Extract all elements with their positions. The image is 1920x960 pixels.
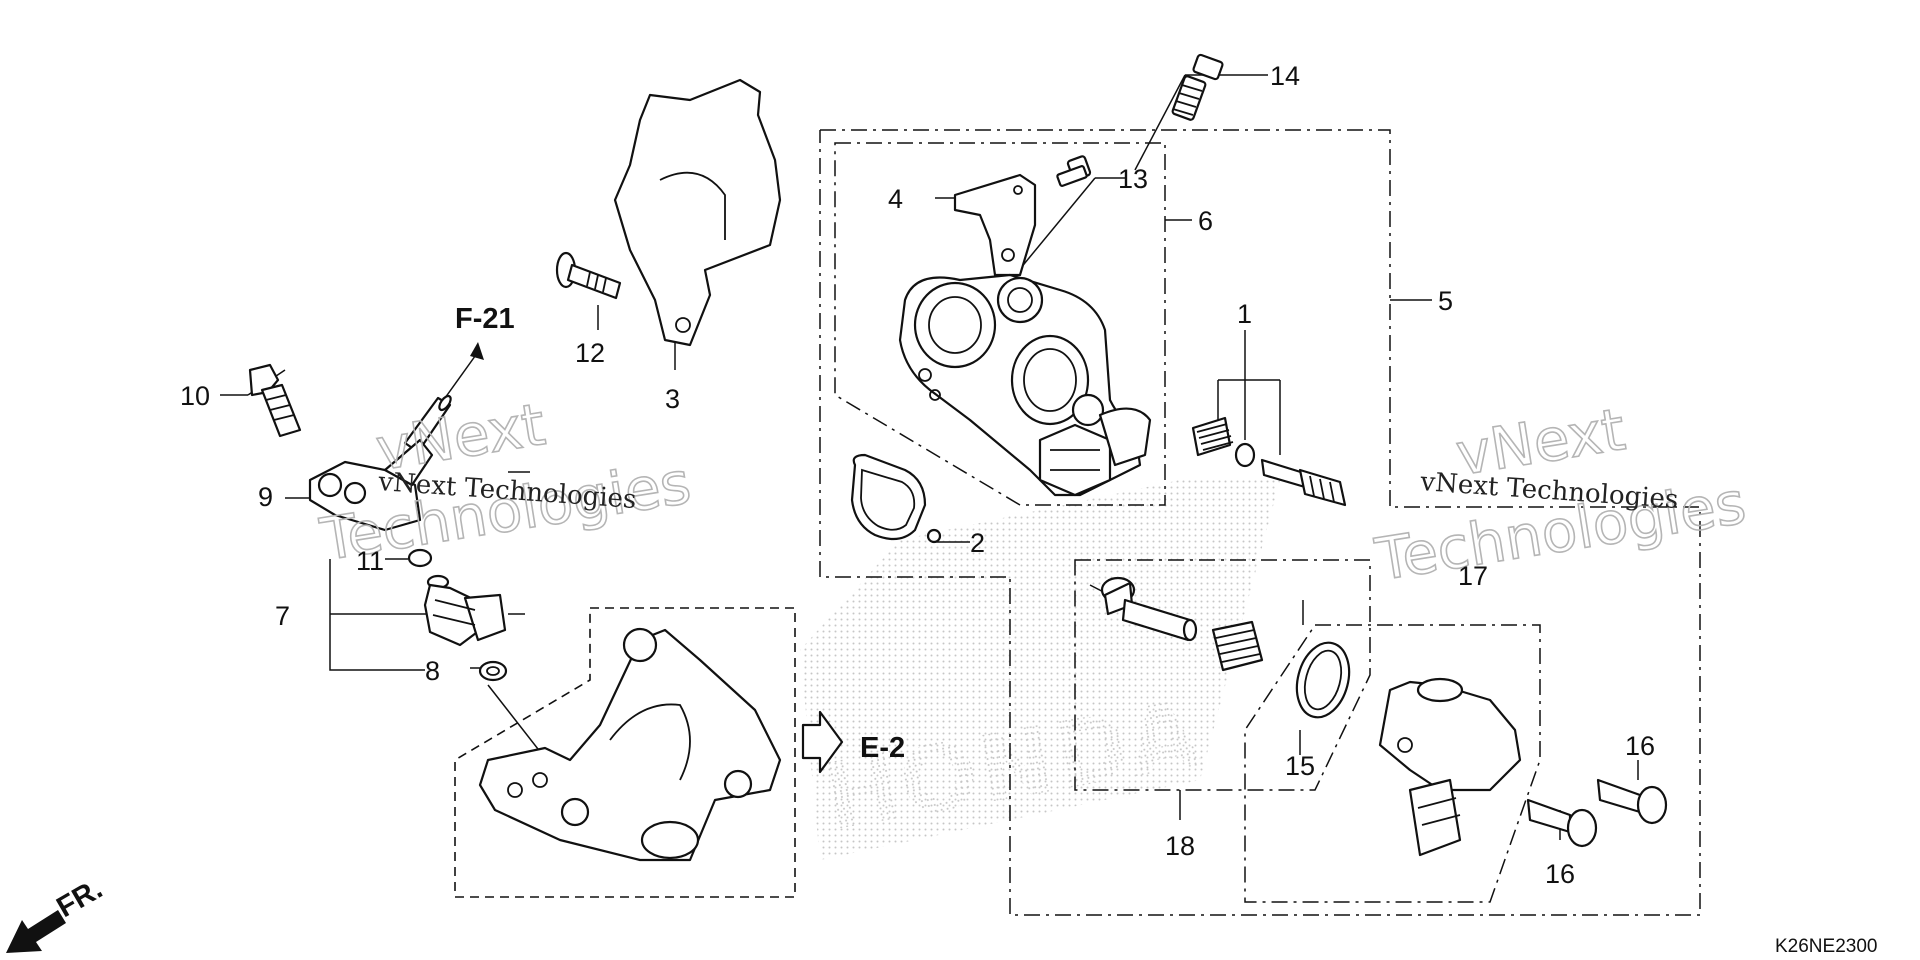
front-direction-arrow: FR. bbox=[6, 873, 108, 953]
callout-18: 18 bbox=[1165, 831, 1195, 861]
callout-labels: 1 2 3 4 5 6 7 8 9 10 11 12 13 14 15 16 1… bbox=[180, 61, 1655, 889]
part-9-joint bbox=[308, 438, 434, 532]
e2-reference-arrow bbox=[801, 710, 844, 774]
drawing-code: K26NE2300 bbox=[1775, 936, 1877, 957]
part-8-seal bbox=[478, 660, 508, 682]
callout-11: 11 bbox=[356, 546, 384, 576]
part-4-bracket bbox=[953, 173, 1037, 277]
honda-background-logo: HONDA bbox=[800, 480, 1280, 860]
part-16-screw-a bbox=[1596, 778, 1668, 825]
group-box-17 bbox=[1244, 624, 1541, 903]
part-17-sensor bbox=[1378, 677, 1522, 857]
callout-16b: 16 bbox=[1545, 859, 1575, 889]
callout-15: 15 bbox=[1285, 751, 1315, 781]
group-box-18 bbox=[1074, 559, 1371, 791]
callout-12: 12 bbox=[575, 338, 605, 368]
part-14-bolt bbox=[1171, 53, 1224, 121]
region-e2-box bbox=[454, 607, 796, 898]
part-7-injector bbox=[423, 574, 507, 647]
callout-16a: 16 bbox=[1625, 731, 1655, 761]
callout-2: 2 bbox=[970, 528, 985, 558]
callout-8: 8 bbox=[425, 656, 440, 686]
callout-9: 9 bbox=[258, 482, 273, 512]
part-2-gasket bbox=[850, 453, 942, 544]
callout-17: 17 bbox=[1458, 561, 1488, 591]
part-18-spring bbox=[1211, 620, 1264, 672]
callout-1: 1 bbox=[1237, 299, 1252, 329]
callout-7: 7 bbox=[275, 601, 290, 631]
callout-4: 4 bbox=[888, 184, 903, 214]
callout-10: 10 bbox=[180, 381, 210, 411]
callout-5: 5 bbox=[1438, 286, 1453, 316]
callout-3: 3 bbox=[665, 384, 680, 414]
f21-reference-arrow bbox=[444, 342, 484, 399]
callout-6: 6 bbox=[1198, 206, 1213, 236]
part-15-o-ring bbox=[1295, 641, 1351, 719]
ref-e2: E-2 bbox=[860, 732, 905, 764]
part-15-o-ring-inner bbox=[1303, 649, 1343, 711]
callout-14: 14 bbox=[1270, 61, 1300, 91]
part-3-cover bbox=[613, 78, 782, 347]
leader-lines bbox=[220, 74, 1639, 840]
watermark-right: vNext Technologies vNext Technologies bbox=[1370, 394, 1751, 594]
callout-13: 13 bbox=[1118, 164, 1148, 194]
part-1-valve-assembly bbox=[1191, 416, 1347, 507]
group-box-5 bbox=[819, 129, 1701, 916]
part-18-pipe bbox=[1100, 576, 1198, 642]
part-16-screw-b bbox=[1526, 798, 1598, 848]
part-11-o-ring bbox=[407, 548, 433, 568]
part-10-bolt bbox=[248, 363, 302, 438]
part-6-throttle-body bbox=[898, 273, 1152, 497]
ref-f21: F-21 bbox=[455, 303, 515, 335]
part-13-screw bbox=[1056, 155, 1092, 187]
group-box-6 bbox=[834, 142, 1166, 506]
intake-manifold bbox=[478, 627, 782, 862]
part-8-seal-inner bbox=[486, 666, 500, 676]
part-12-bolt bbox=[555, 251, 622, 300]
